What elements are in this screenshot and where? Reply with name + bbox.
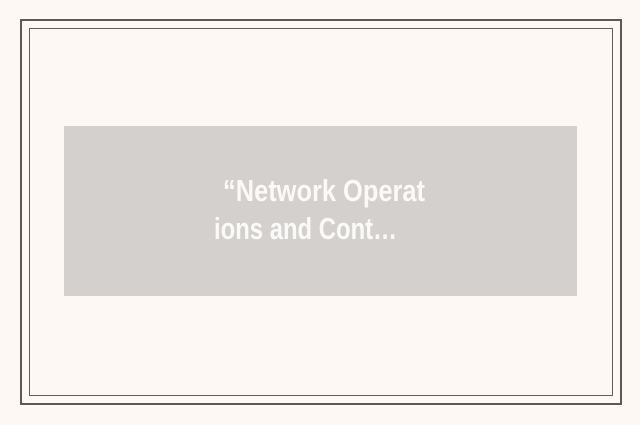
inner-frame [29,28,613,396]
title-line-2: ions and Cont… [214,211,397,246]
title-line-1: “Network Operat [223,173,426,208]
outer-frame [20,19,622,405]
placeholder-title: “Network Operat ions and Cont… [64,172,577,248]
content-placeholder: “Network Operat ions and Cont… [64,126,577,296]
